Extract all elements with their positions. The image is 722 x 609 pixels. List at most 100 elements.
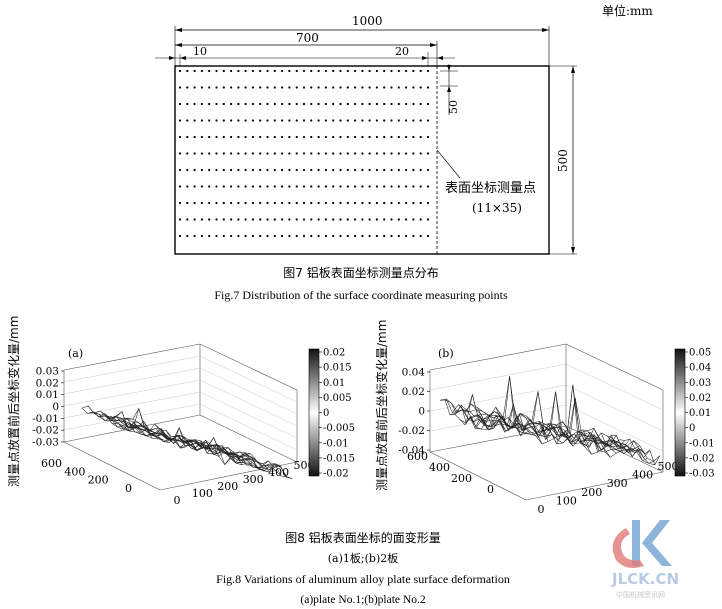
measuring-point bbox=[288, 201, 291, 205]
measuring-point bbox=[397, 152, 400, 155]
measuring-point bbox=[354, 119, 357, 122]
measuring-point bbox=[288, 119, 291, 122]
measuring-point bbox=[339, 201, 342, 205]
measuring-point bbox=[310, 185, 313, 188]
measuring-point bbox=[302, 185, 306, 188]
measuring-point bbox=[412, 69, 415, 73]
plot-a-surface-mesh bbox=[81, 405, 293, 479]
measuring-point bbox=[397, 135, 400, 139]
measuring-point bbox=[259, 135, 262, 139]
measuring-point bbox=[324, 168, 327, 172]
measuring-point bbox=[390, 201, 393, 205]
measuring-point bbox=[251, 168, 254, 172]
measuring-point bbox=[251, 201, 254, 205]
measuring-point bbox=[273, 201, 276, 205]
measuring-point bbox=[266, 185, 269, 188]
x-tick-label: 200 bbox=[217, 480, 238, 493]
measuring-point bbox=[295, 185, 298, 188]
dim-20-label: 20 bbox=[395, 45, 409, 58]
measuring-point bbox=[397, 168, 400, 172]
plot-a-colorbar bbox=[308, 348, 320, 477]
measuring-point bbox=[230, 168, 233, 172]
measuring-point bbox=[288, 69, 291, 73]
measuring-point bbox=[346, 102, 349, 106]
measuring-point bbox=[237, 201, 240, 205]
measuring-point bbox=[419, 185, 422, 188]
measuring-point bbox=[339, 135, 342, 139]
measuring-point bbox=[230, 102, 233, 106]
mesh-col bbox=[137, 425, 187, 448]
x-tick-label: 100 bbox=[556, 494, 577, 507]
measuring-point bbox=[317, 185, 320, 188]
measuring-point bbox=[259, 218, 262, 221]
measuring-point bbox=[222, 102, 225, 106]
measuring-point bbox=[259, 201, 262, 205]
measuring-point bbox=[426, 102, 430, 106]
measuring-point bbox=[375, 201, 378, 205]
measuring-point bbox=[186, 234, 189, 238]
measuring-point bbox=[317, 218, 320, 221]
plot-a-label: (a) bbox=[68, 347, 83, 360]
z-tick-label: 0.03 bbox=[36, 366, 59, 378]
measuring-point bbox=[405, 168, 408, 172]
measuring-point bbox=[317, 201, 320, 205]
measuring-point bbox=[354, 185, 357, 188]
measuring-point bbox=[405, 152, 408, 155]
measuring-point bbox=[324, 152, 327, 155]
measuring-point bbox=[354, 102, 357, 106]
measuring-point bbox=[310, 201, 313, 205]
measuring-point bbox=[302, 218, 306, 221]
y-tick-label: 200 bbox=[451, 472, 472, 485]
measuring-point bbox=[281, 69, 284, 73]
measuring-point bbox=[251, 152, 254, 155]
fig8-caption-en: Fig.8 Variations of aluminum alloy plate… bbox=[216, 572, 510, 586]
measuring-point bbox=[354, 168, 357, 172]
arrow-50-bottom bbox=[447, 86, 451, 92]
measuring-point bbox=[302, 152, 306, 155]
measuring-point bbox=[178, 135, 182, 139]
measuring-point bbox=[317, 152, 320, 155]
measuring-point bbox=[208, 135, 211, 139]
measuring-point bbox=[375, 168, 378, 172]
measuring-point bbox=[317, 102, 320, 106]
measuring-point bbox=[244, 86, 247, 89]
measuring-point bbox=[200, 168, 203, 172]
measuring-point bbox=[178, 152, 182, 155]
measuring-point bbox=[259, 152, 262, 155]
measuring-point bbox=[259, 168, 262, 172]
measuring-point bbox=[244, 135, 247, 139]
measuring-point bbox=[368, 185, 371, 188]
measuring-point bbox=[281, 218, 284, 221]
measuring-point bbox=[266, 86, 269, 89]
measuring-point bbox=[361, 119, 364, 122]
measuring-point bbox=[332, 152, 335, 155]
measuring-point bbox=[178, 86, 182, 89]
measuring-point bbox=[237, 102, 240, 106]
arrow-700-right bbox=[430, 43, 437, 47]
measuring-point bbox=[426, 152, 430, 155]
measuring-point bbox=[332, 168, 335, 172]
measuring-point bbox=[419, 218, 422, 221]
measuring-point bbox=[361, 102, 364, 106]
measuring-point bbox=[397, 86, 400, 89]
measuring-point bbox=[426, 69, 430, 73]
measuring-point bbox=[405, 218, 408, 221]
measuring-point bbox=[375, 69, 378, 73]
mesh-col bbox=[520, 391, 561, 441]
mesh-col bbox=[160, 430, 209, 451]
measuring-point bbox=[230, 201, 233, 205]
plot-b-z-ticks: 0.040.020-0.02-0.04 bbox=[398, 367, 430, 457]
measuring-point bbox=[412, 201, 415, 205]
z-tick-label: 0.04 bbox=[402, 367, 426, 379]
mesh-col bbox=[193, 441, 243, 465]
measuring-point bbox=[259, 102, 262, 106]
colorbar-tick-label: 0.03 bbox=[689, 378, 711, 389]
mesh-col bbox=[446, 398, 487, 430]
measuring-point bbox=[244, 152, 247, 155]
measuring-point bbox=[273, 119, 276, 122]
measuring-point bbox=[178, 218, 182, 221]
measuring-point bbox=[244, 119, 247, 122]
measuring-point bbox=[405, 201, 408, 205]
measuring-point bbox=[397, 218, 400, 221]
